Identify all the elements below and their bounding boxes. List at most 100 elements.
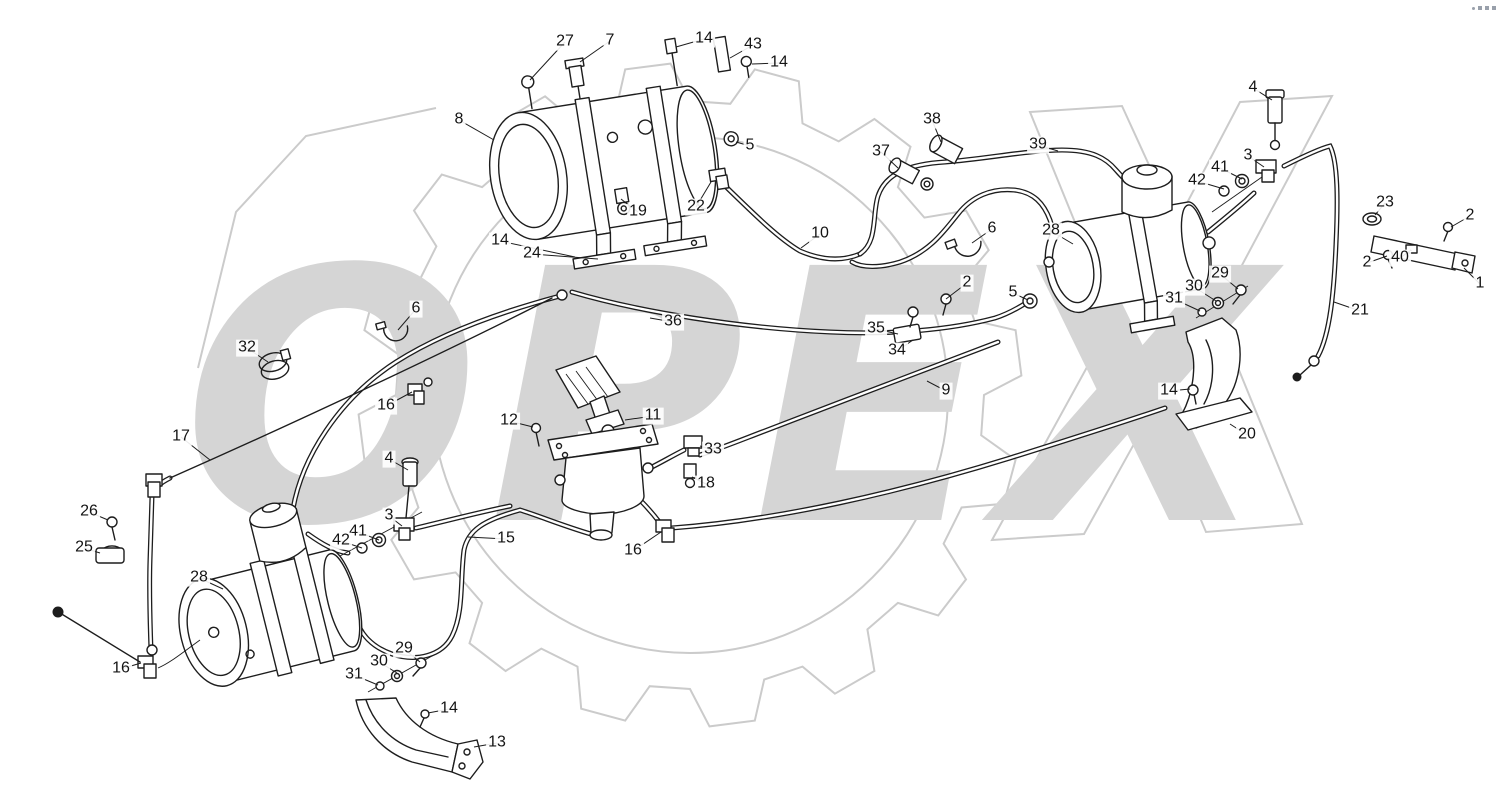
parts-layer xyxy=(52,35,1476,780)
bolt-34 xyxy=(907,306,919,318)
clamp-block-35 xyxy=(892,323,922,344)
drain-valve-19 xyxy=(613,187,630,205)
bolt-14-right xyxy=(1187,384,1199,396)
tank-foot-right xyxy=(643,235,708,257)
ring-23 xyxy=(1362,212,1382,226)
fitting-33-18 xyxy=(683,435,703,489)
part-callout-4: 4 xyxy=(1246,78,1260,97)
part-callout-3: 3 xyxy=(1241,146,1255,165)
part-callout-42: 42 xyxy=(1186,171,1208,190)
clamp-32 xyxy=(258,348,292,380)
part-callout-12: 12 xyxy=(498,411,520,430)
part-callout-24: 24 xyxy=(521,244,543,263)
bolt-2-top xyxy=(1442,221,1454,233)
clevis-1 xyxy=(1451,251,1476,274)
fitting-5-right xyxy=(1022,293,1038,309)
part-callout-35: 35 xyxy=(865,319,887,338)
watermark-accent-left xyxy=(197,107,437,369)
part-callout-3: 3 xyxy=(382,506,396,525)
rod-ball-end xyxy=(52,606,64,618)
fitting-5-tank xyxy=(723,131,739,147)
bolt-2-stem xyxy=(942,303,947,316)
part-callout-29: 29 xyxy=(1209,264,1231,283)
corner-square-icon xyxy=(1478,6,1482,10)
bolt-34-stem xyxy=(909,316,914,328)
chamber-strap-left-1 xyxy=(249,559,293,677)
part-callout-25: 25 xyxy=(73,538,95,557)
nut-30-bottom xyxy=(390,669,404,683)
watermark-gear-icon xyxy=(357,62,1023,728)
right-brake-chamber xyxy=(1043,164,1216,334)
part-callout-30: 30 xyxy=(1183,277,1205,296)
part-callout-31: 31 xyxy=(1163,289,1185,308)
part-callout-19: 19 xyxy=(627,202,649,221)
valve-4-left xyxy=(402,461,418,487)
part-callout-2: 2 xyxy=(1463,206,1477,225)
junction-fitting xyxy=(556,289,568,301)
part-callout-6: 6 xyxy=(409,299,423,318)
part-callout-29: 29 xyxy=(393,639,415,658)
part-callout-5: 5 xyxy=(1006,283,1020,302)
corner-square-icon xyxy=(1492,6,1496,10)
part-callout-5: 5 xyxy=(743,136,757,155)
strap-43 xyxy=(712,35,732,73)
part-callout-9: 9 xyxy=(939,381,953,400)
part-callout-41: 41 xyxy=(347,522,369,541)
bolt-set-bottom xyxy=(367,655,433,693)
tank-foot-left xyxy=(572,248,637,270)
pedal-plate-11 xyxy=(555,355,621,409)
corner-square-icon xyxy=(1485,6,1489,10)
part-callout-13: 13 xyxy=(486,733,508,752)
part-callout-27: 27 xyxy=(554,32,576,51)
bolt-29-right xyxy=(1235,284,1247,296)
pin-40 xyxy=(1405,244,1418,254)
air-tank-assembly xyxy=(488,35,752,270)
part-callout-8: 8 xyxy=(452,110,466,129)
part-callout-39: 39 xyxy=(1027,135,1049,154)
part-callout-41: 41 xyxy=(1209,158,1231,177)
part-callout-28: 28 xyxy=(188,568,210,587)
part-callout-37: 37 xyxy=(870,142,892,161)
elbow-17 xyxy=(145,473,163,498)
part-callout-6: 6 xyxy=(985,219,999,238)
part-callout-42: 42 xyxy=(330,531,352,550)
part-callout-40: 40 xyxy=(1389,248,1411,267)
part-callout-14: 14 xyxy=(438,699,460,718)
part-callout-2: 2 xyxy=(960,273,974,292)
bolt-12 xyxy=(530,422,542,434)
brake-valve-assembly xyxy=(530,355,659,541)
valve-body xyxy=(561,447,645,515)
fitting-16-mid xyxy=(407,377,433,405)
washer-37 xyxy=(920,177,934,191)
bracket-20 xyxy=(1175,317,1253,431)
clamp-25 xyxy=(95,545,125,564)
part-callout-20: 20 xyxy=(1236,425,1258,444)
part-callout-2: 2 xyxy=(1360,253,1374,272)
corner-dot-icon xyxy=(1472,6,1475,10)
part-callout-30: 30 xyxy=(368,652,390,671)
part-callout-10: 10 xyxy=(809,224,831,243)
part-callout-28: 28 xyxy=(1040,221,1062,240)
part-callout-16: 16 xyxy=(375,396,397,415)
left-brake-chamber xyxy=(52,502,363,687)
part-callout-43: 43 xyxy=(742,35,764,54)
fitting-33 xyxy=(683,435,703,449)
bolt-26 xyxy=(106,516,118,541)
part-callout-15: 15 xyxy=(495,529,517,548)
pipes-layer xyxy=(150,146,1338,657)
part-callout-26: 26 xyxy=(78,502,100,521)
part-callout-4: 4 xyxy=(382,449,396,468)
bolt-set-right xyxy=(1195,284,1249,319)
part-callout-16: 16 xyxy=(622,541,644,560)
part-callout-18: 18 xyxy=(695,474,717,493)
part-callout-34: 34 xyxy=(886,341,908,360)
clamp-6-left xyxy=(375,321,409,342)
part-callout-36: 36 xyxy=(662,312,684,331)
part-callout-38: 38 xyxy=(921,110,943,129)
part-callout-16: 16 xyxy=(110,659,132,678)
bolt-14-bottom xyxy=(420,709,430,719)
washer-31-right xyxy=(1197,307,1207,317)
sensor-38 xyxy=(929,134,964,165)
push-rod xyxy=(59,612,141,663)
